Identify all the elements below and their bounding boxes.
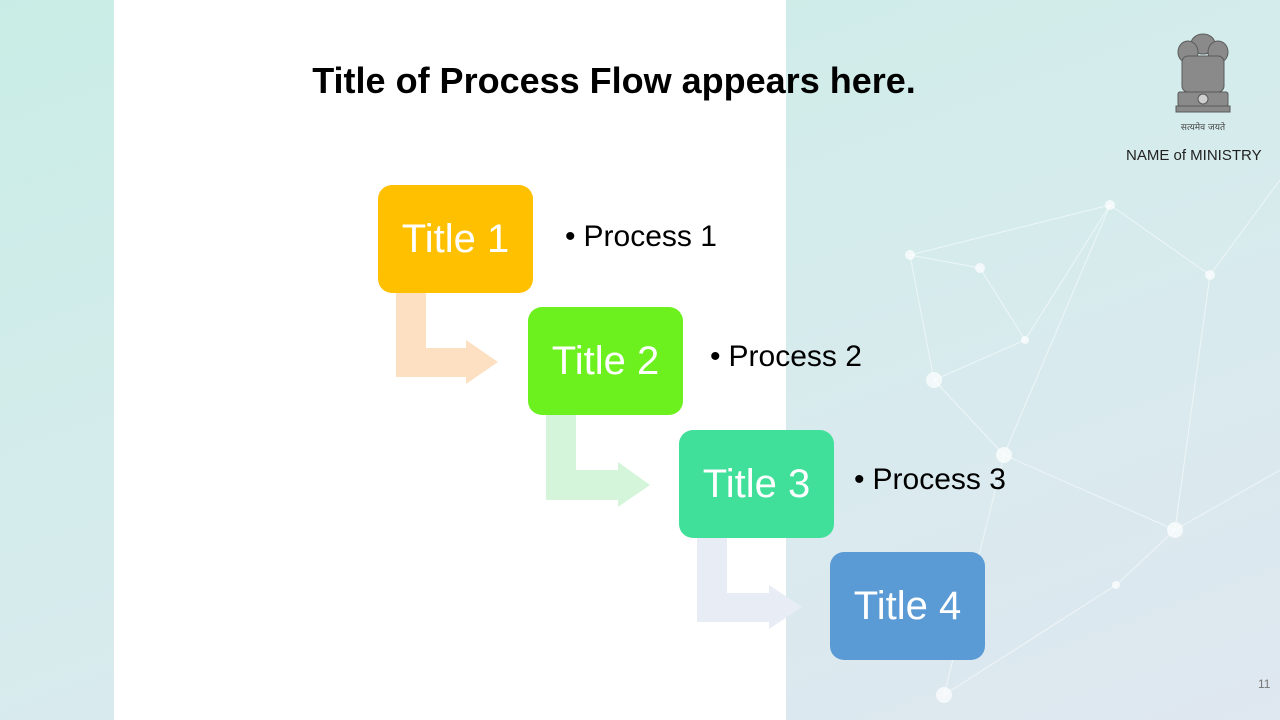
process-2-text: Process 2 bbox=[728, 340, 862, 373]
process-1-item: •Process 1 bbox=[565, 220, 717, 254]
connector-arrow-2 bbox=[546, 414, 650, 507]
process-1-text: Process 1 bbox=[583, 220, 717, 253]
step-title-2-box: Title 2 bbox=[528, 307, 683, 415]
step-title-1-label: Title 1 bbox=[401, 216, 510, 261]
page-number: 11 bbox=[1258, 677, 1271, 691]
process-3-item: •Process 3 bbox=[854, 463, 1006, 497]
connector-arrow-1 bbox=[396, 292, 498, 384]
state-emblem-icon: सत्यमेव जयते bbox=[1175, 33, 1231, 133]
step-title-2-label: Title 2 bbox=[551, 338, 660, 383]
step-title-4-box: Title 4 bbox=[830, 552, 985, 660]
bullet-icon: • bbox=[565, 220, 576, 253]
slide-title: Title of Process Flow appears here. bbox=[312, 60, 916, 101]
step-title-3-box: Title 3 bbox=[679, 430, 834, 538]
emblem-motto: सत्यमेव जयते bbox=[1181, 121, 1226, 133]
step-title-4-label: Title 4 bbox=[853, 583, 962, 628]
step-title-1-box: Title 1 bbox=[378, 185, 533, 293]
bullet-icon: • bbox=[710, 340, 721, 373]
process-2-item: •Process 2 bbox=[710, 340, 862, 374]
ministry-name: NAME of MINISTRY bbox=[1126, 147, 1262, 164]
step-title-3-label: Title 3 bbox=[702, 461, 811, 506]
process-3-text: Process 3 bbox=[872, 463, 1006, 496]
bullet-icon: • bbox=[854, 463, 865, 496]
connector-arrow-3 bbox=[697, 537, 802, 629]
